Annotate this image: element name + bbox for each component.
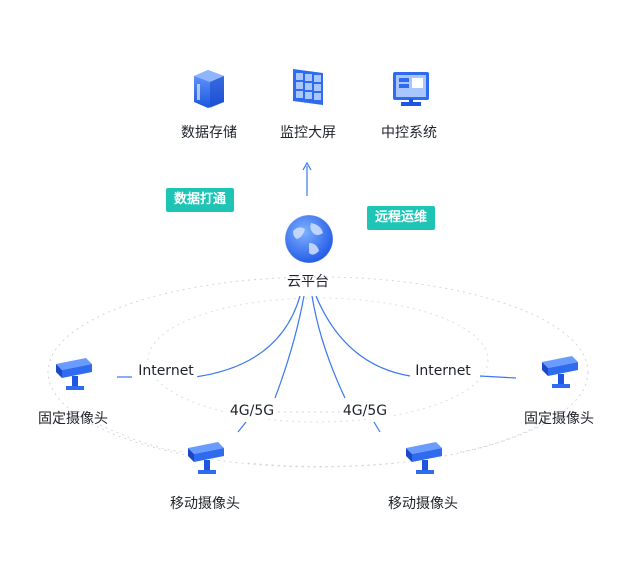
internet-right-label: Internet (412, 363, 474, 379)
link-cloud-mobile-right (311, 295, 346, 399)
server-icon (194, 70, 224, 108)
remote-ops-badge: 远程运维 (367, 206, 436, 230)
link-cloud-mobile-left (274, 295, 305, 399)
mobile-left-label: 移动摄像头 (170, 496, 240, 512)
fixed-camera-icon (542, 356, 578, 388)
monitor-icon (393, 72, 429, 106)
link-cloud-fixed-right (315, 295, 411, 377)
link-mobile-right-stub (373, 421, 381, 433)
cloud-label: 云平台 (287, 274, 329, 290)
globe-icon (284, 214, 334, 264)
link-fixed-right-stub (479, 375, 517, 379)
link-mobile-left-stub (237, 421, 247, 433)
mobile-right-label: 移动摄像头 (388, 496, 458, 512)
upstream-arrow-head (302, 161, 312, 171)
data-link-badge: 数据打通 (166, 188, 235, 212)
mobile-camera-icon (406, 442, 442, 474)
fixed-right-label: 固定摄像头 (524, 411, 594, 427)
internet-left-label: Internet (135, 363, 197, 379)
right-dotted-link (459, 424, 541, 453)
cell-right-label: 4G/5G (339, 403, 391, 419)
left-dotted-link (99, 424, 183, 453)
link-cloud-fixed-left (178, 295, 301, 378)
inner-dotted-ring (147, 297, 489, 423)
control-label: 中控系统 (381, 125, 437, 141)
storage-label: 数据存储 (181, 125, 237, 141)
bottom-dotted-link (247, 462, 397, 467)
video-wall-icon (293, 69, 323, 105)
fixed-camera-icon (56, 358, 92, 390)
outer-dotted-ring (47, 276, 589, 468)
mobile-camera-icon (188, 442, 224, 474)
cell-left-label: 4G/5G (226, 403, 278, 419)
videowall-label: 监控大屏 (280, 125, 336, 141)
fixed-left-label: 固定摄像头 (38, 411, 108, 427)
